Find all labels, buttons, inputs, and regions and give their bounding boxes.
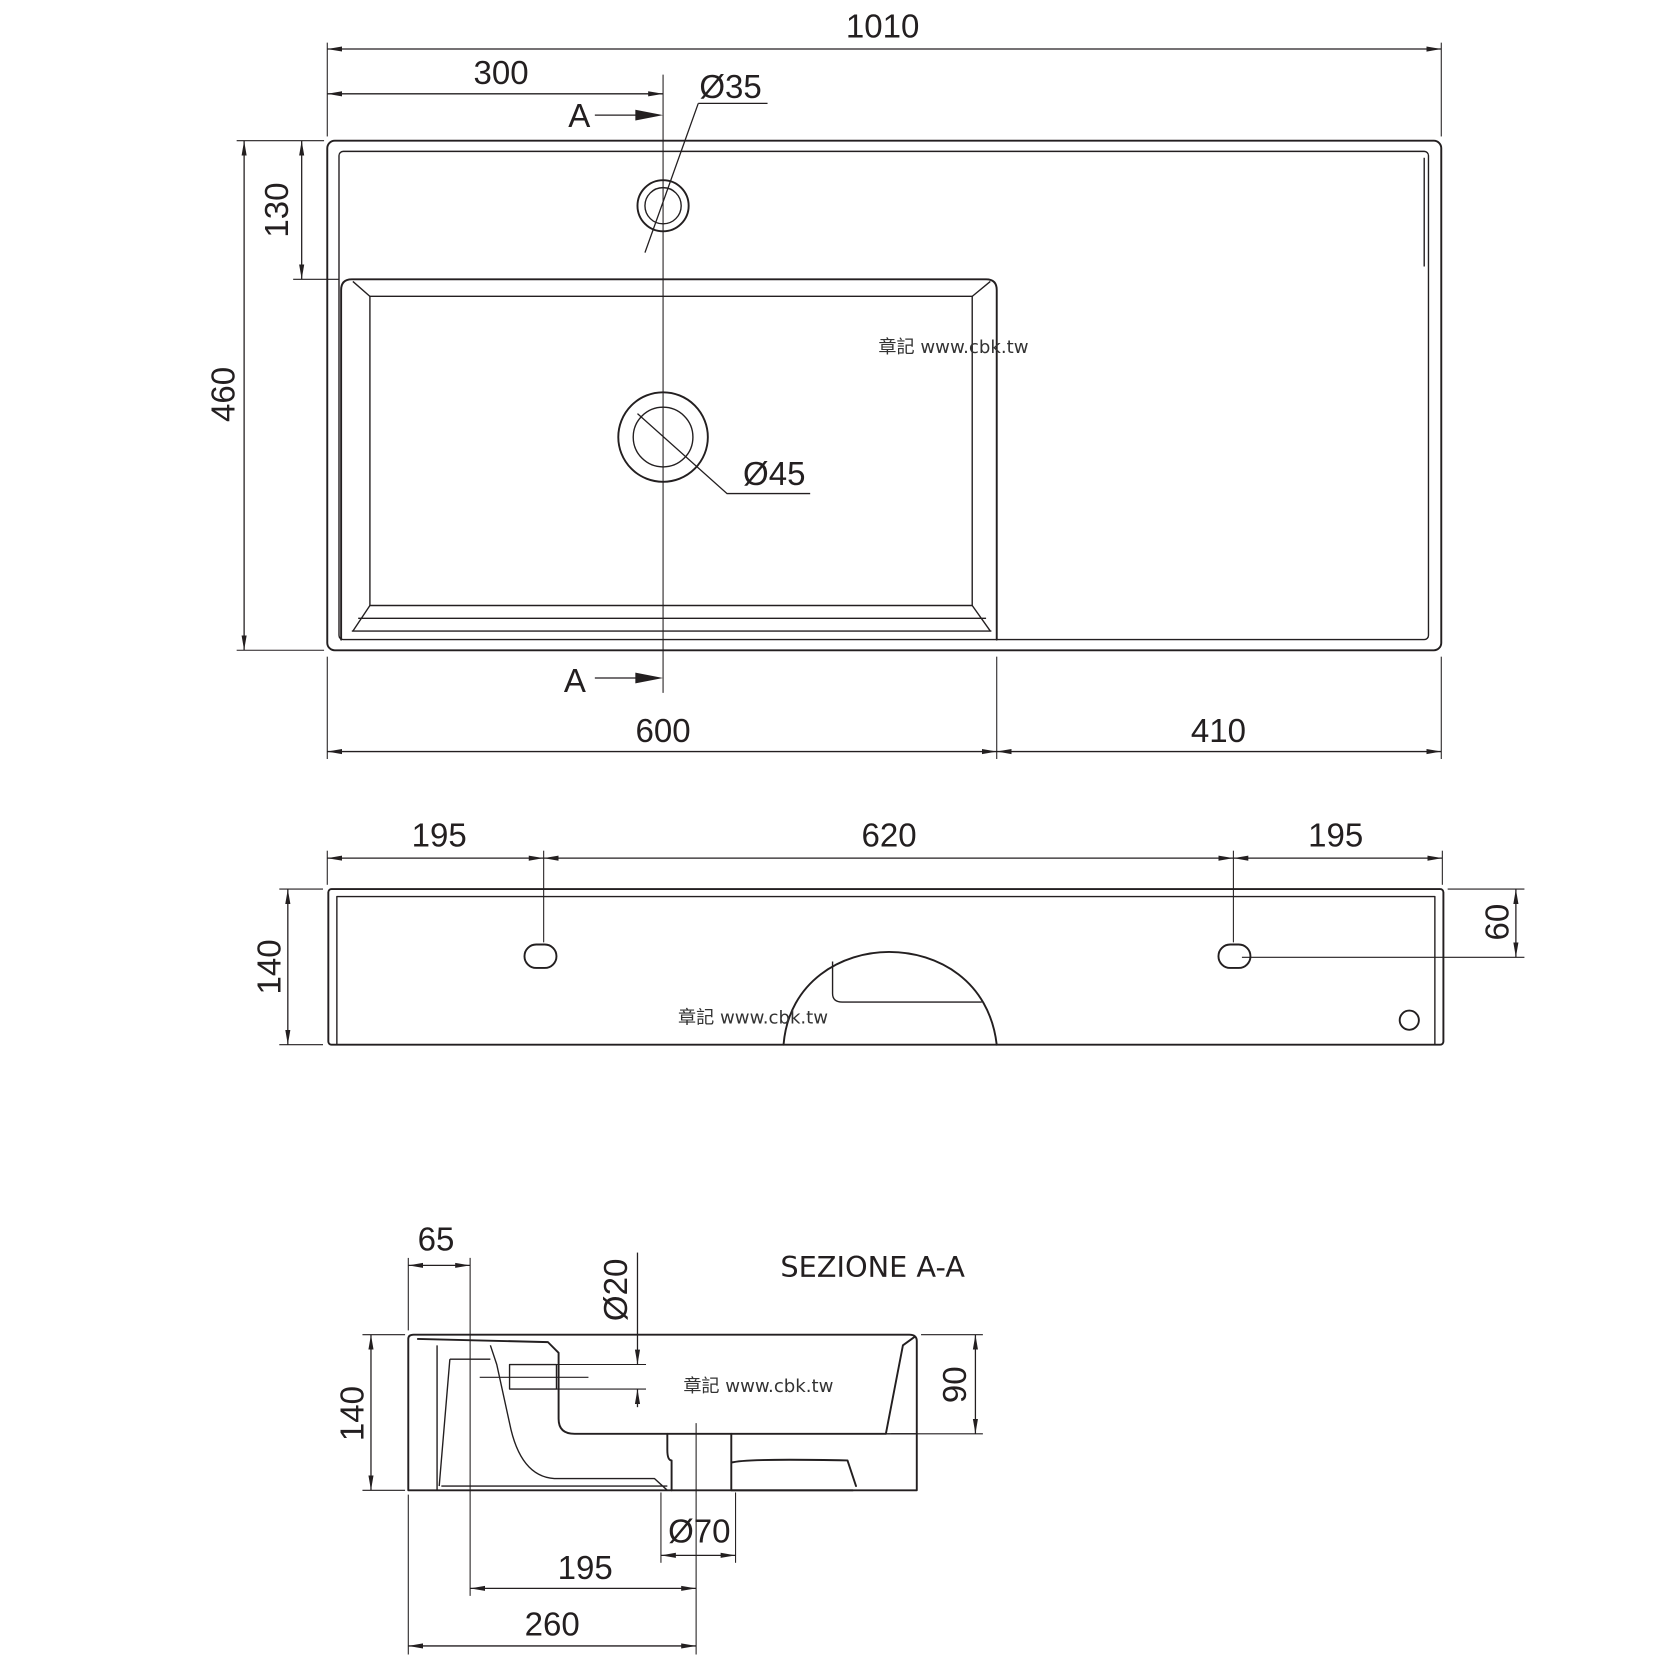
section-hollow bbox=[441, 1345, 668, 1491]
dim-front-right-offset: 195 bbox=[1233, 817, 1443, 885]
dim-waste-label: Ø70 bbox=[668, 1514, 730, 1551]
dim-basin-depth: 90 bbox=[891, 1334, 983, 1435]
dim-overall-depth: 460 bbox=[206, 140, 325, 651]
dim-front-right-offset-label: 195 bbox=[1308, 817, 1363, 854]
section-view: SEZIONE A-A 65 Ø20 1 bbox=[335, 1221, 983, 1655]
section-outer-outline bbox=[407, 1333, 918, 1492]
dim-drain-offset-outer-label: 260 bbox=[525, 1606, 580, 1643]
dim-basin-width: 600 bbox=[326, 656, 998, 760]
dim-basin-depth-label: 90 bbox=[937, 1366, 974, 1403]
dim-basin-width-label: 600 bbox=[636, 713, 691, 750]
section-left-wall bbox=[436, 1345, 491, 1491]
top-outline-inner bbox=[338, 150, 1430, 641]
section-title: SEZIONE A-A bbox=[780, 1250, 965, 1284]
dim-overall-depth-label: 460 bbox=[206, 367, 243, 422]
dim-hole-spacing: 620 bbox=[543, 817, 1234, 943]
dim-section-height-label: 140 bbox=[335, 1386, 372, 1441]
tap-hole-label: Ø35 bbox=[699, 69, 761, 106]
top-outline-outer bbox=[326, 139, 1443, 652]
section-basin-profile bbox=[416, 1335, 916, 1435]
drain-hole-leader bbox=[637, 413, 811, 495]
waste-outlet bbox=[666, 1432, 857, 1492]
dim-back-depth-label: 130 bbox=[259, 182, 296, 237]
section-mark-bottom-letter: A bbox=[564, 663, 586, 700]
dim-tap-offset: 300 bbox=[327, 55, 664, 97]
dim-drain-offset-inner-label: 195 bbox=[558, 1550, 613, 1587]
dim-rim-width: 65 bbox=[407, 1221, 471, 1596]
dim-front-height: 140 bbox=[251, 888, 324, 1046]
dim-front-left-offset: 195 bbox=[326, 817, 545, 943]
basin-chamfers bbox=[351, 280, 992, 632]
dim-overall-width: 1010 bbox=[326, 8, 1442, 137]
watermark-top: 章記 www.cbk.tw bbox=[878, 337, 1028, 358]
section-mark-bottom: A bbox=[564, 663, 664, 700]
dim-hole-spacing-label: 620 bbox=[862, 817, 917, 854]
dim-shelf-width: 410 bbox=[996, 656, 1442, 760]
dim-front-height-label: 140 bbox=[251, 939, 288, 994]
dim-hole-height-label: 60 bbox=[1479, 904, 1516, 941]
dim-rim-width-label: 65 bbox=[418, 1221, 455, 1258]
front-basin-cutout-inner bbox=[831, 961, 982, 1003]
top-view: Ø35 Ø45 A A 1010 300 bbox=[206, 8, 1443, 760]
front-inner-lines bbox=[336, 895, 1436, 1045]
dim-hole-height: 60 bbox=[1241, 888, 1525, 958]
section-mark-top: A bbox=[568, 98, 664, 135]
dim-drain-offset-outer: 260 bbox=[407, 1494, 697, 1655]
dim-waste: Ø70 bbox=[660, 1492, 737, 1563]
dim-tap-offset-label: 300 bbox=[473, 55, 528, 92]
drain-hole-label: Ø45 bbox=[743, 456, 805, 493]
front-outline bbox=[327, 888, 1445, 1046]
overflow-hole-front bbox=[1398, 1009, 1420, 1031]
tap-hole bbox=[636, 179, 690, 233]
dim-front-left-offset-label: 195 bbox=[412, 817, 467, 854]
drain-hole bbox=[617, 391, 709, 483]
dim-overflow-label: Ø20 bbox=[598, 1259, 635, 1321]
dim-overflow: Ø20 bbox=[554, 1252, 647, 1408]
front-view: 195 620 195 140 60 章記 www.cbk.tw bbox=[251, 817, 1525, 1046]
section-mark-top-letter: A bbox=[568, 98, 590, 135]
basin-floor bbox=[369, 295, 973, 607]
watermark-section: 章記 www.cbk.tw bbox=[683, 1376, 833, 1397]
basin-outline bbox=[340, 278, 998, 641]
dim-back-depth: 130 bbox=[236, 140, 339, 280]
front-basin-cutout bbox=[782, 951, 998, 1046]
dim-drain-offset-inner: 195 bbox=[470, 1550, 697, 1591]
dim-shelf-width-label: 410 bbox=[1191, 713, 1246, 750]
tap-hole-leader bbox=[644, 103, 699, 253]
watermark-front: 章記 www.cbk.tw bbox=[678, 1007, 828, 1028]
fixing-slot-left bbox=[523, 943, 558, 969]
dim-section-height: 140 bbox=[335, 1334, 406, 1491]
fixing-slot-right bbox=[1217, 943, 1252, 969]
dim-overall-width-label: 1010 bbox=[846, 8, 919, 45]
